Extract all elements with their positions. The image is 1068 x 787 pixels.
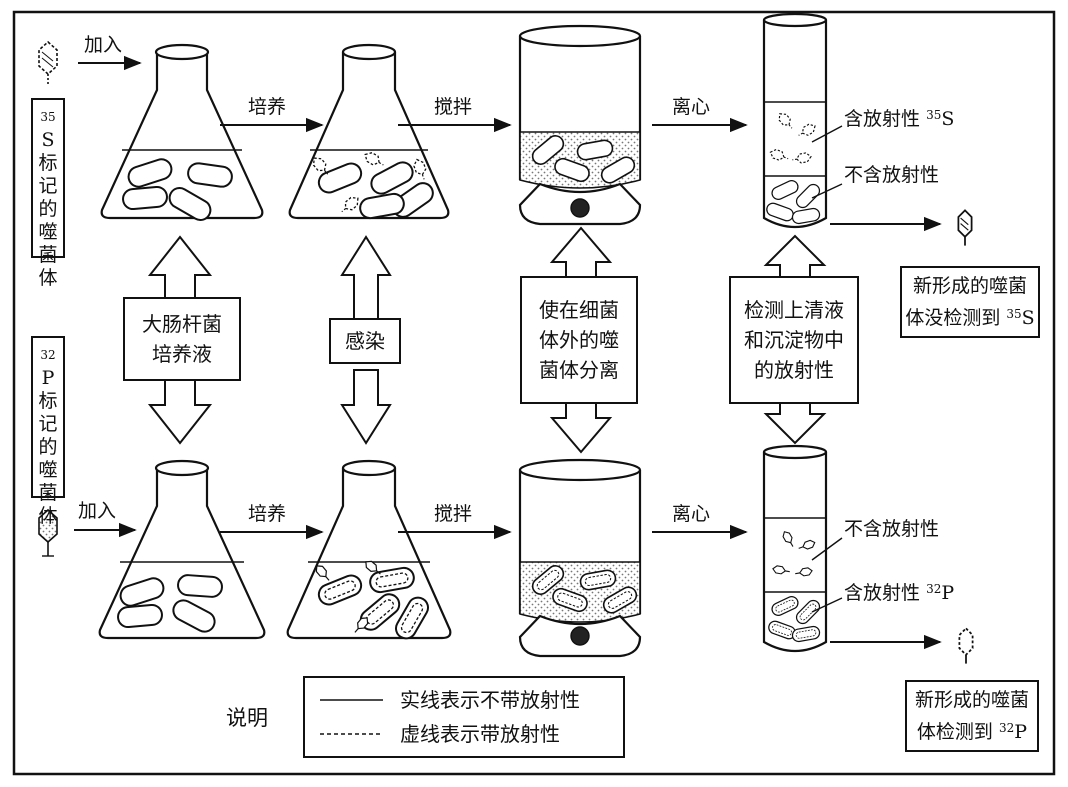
- label-35s-char-3: 的: [38, 198, 58, 220]
- box-detect-line2: 和沉淀物中: [744, 328, 844, 352]
- double-arrow-infect: [340, 235, 392, 445]
- box-detect: 检测上清液 和沉淀物中 的放射性: [729, 276, 859, 404]
- annotation-bottom-pellet-text: 含放射性: [844, 582, 921, 604]
- tube-top: [762, 12, 828, 228]
- box-separate-line3: 菌体分离: [539, 358, 619, 382]
- pointer-top-supernatant: [811, 125, 843, 143]
- box-infect: 感染: [329, 318, 401, 364]
- add-label-top: 加入: [84, 34, 123, 56]
- pointer-bottom-pellet: [811, 597, 843, 613]
- flask-bottom-2: [286, 459, 452, 644]
- blender-bottom: [518, 458, 642, 658]
- annotation-bottom-pellet-sup: 32: [926, 582, 942, 596]
- stir-label-bottom: 搅拌: [434, 503, 473, 525]
- label-32p-char-6: 体: [38, 505, 58, 527]
- legend-title: 说明: [226, 706, 268, 730]
- legend-dashed-text: 虚线表示带放射性: [400, 722, 560, 746]
- box-separate: 使在细菌 体外的噬 菌体分离: [520, 276, 638, 404]
- centrifuge-label-top: 离心: [672, 96, 711, 118]
- box-result-top-sym: S: [1021, 307, 1035, 329]
- label-35s-char-5: 菌: [38, 244, 58, 266]
- flask-bottom-1: [98, 459, 266, 640]
- annotation-top-supernatant-sym: S: [941, 108, 955, 130]
- label-32p-char-5: 菌: [38, 482, 58, 504]
- double-arrow-separate: [549, 226, 613, 454]
- annotation-top-supernatant: 含放射性 35S: [844, 104, 954, 130]
- phage-35s-icon: [38, 40, 58, 86]
- box-result-bottom-line2: 体检测到: [916, 721, 993, 743]
- centrifuge-label-bottom: 离心: [672, 503, 711, 525]
- label-32p-sym: P: [41, 367, 55, 389]
- label-35s-char-4: 噬: [38, 221, 58, 243]
- add-label-bottom: 加入: [78, 500, 117, 522]
- box-ecoli-culture: 大肠杆菌 培养液: [123, 297, 241, 381]
- new-phage-bottom-icon: [958, 627, 974, 664]
- box-result-top-line1: 新形成的噬菌: [912, 275, 1027, 297]
- flask-top-1: [100, 43, 264, 225]
- outer-frame: [12, 10, 1056, 776]
- box-infect-text: 感染: [345, 329, 385, 353]
- legend-box: [303, 676, 625, 758]
- annotation-bottom-pellet-sym: P: [941, 582, 955, 604]
- label-32p-char-2: 记: [38, 413, 58, 435]
- label-35s-char-6: 体: [38, 267, 58, 289]
- flask-top-2: [288, 43, 450, 222]
- annotation-bottom-pellet: 含放射性 32P: [844, 578, 954, 604]
- double-arrow-detect: [763, 234, 827, 445]
- stir-label-top: 搅拌: [434, 96, 473, 118]
- box-result-bottom-line1: 新形成的噬菌: [914, 689, 1029, 711]
- culture-label-top: 培养: [248, 96, 287, 118]
- annotation-bottom-supernatant: 不含放射性: [844, 518, 940, 540]
- annotation-top-supernatant-sup: 35: [926, 108, 942, 122]
- annotation-top-supernatant-text: 含放射性: [844, 108, 921, 130]
- annotation-top-pellet: 不含放射性: [844, 164, 940, 186]
- box-result-top: 新形成的噬菌 体没检测到 35S: [900, 266, 1040, 338]
- label-32p-sup: 32: [40, 348, 56, 362]
- pointer-top-pellet: [811, 183, 843, 199]
- label-35s-sup: 35: [40, 110, 56, 124]
- box-result-top-sup: 35: [1006, 307, 1022, 321]
- box-separate-line2: 体外的噬: [539, 328, 619, 352]
- phage-32p-icon: [38, 508, 58, 557]
- box-detect-line3: 的放射性: [754, 358, 834, 382]
- box-result-top-line2: 体没检测到: [905, 307, 1001, 329]
- culture-label-bottom: 培养: [248, 503, 287, 525]
- box-result-bottom-sym: P: [1014, 721, 1028, 743]
- label-32p-char-3: 的: [38, 436, 58, 458]
- box-result-bottom-sup: 32: [998, 721, 1015, 735]
- new-phage-top-icon: [957, 209, 973, 247]
- label-35s-sym: S: [41, 129, 55, 151]
- tube-bottom: [762, 444, 828, 652]
- box-detect-line1: 检测上清液: [744, 298, 844, 322]
- label-35s-char-2: 记: [38, 175, 58, 197]
- box-ecoli-line2: 培养液: [152, 342, 212, 366]
- label-32p-char-1: 标: [38, 390, 58, 412]
- label-35s-char-1: 标: [38, 152, 58, 174]
- box-ecoli-line1: 大肠杆菌: [142, 312, 222, 336]
- blender-top: [518, 24, 642, 226]
- box-result-bottom: 新形成的噬菌 体检测到 32P: [905, 680, 1039, 752]
- pointer-bottom-supernatant: [811, 537, 843, 561]
- box-separate-line1: 使在细菌: [539, 298, 619, 322]
- legend-solid-text: 实线表示不带放射性: [400, 688, 580, 712]
- double-arrow-ecoli: [147, 235, 213, 445]
- label-32p-char-4: 噬: [38, 459, 58, 481]
